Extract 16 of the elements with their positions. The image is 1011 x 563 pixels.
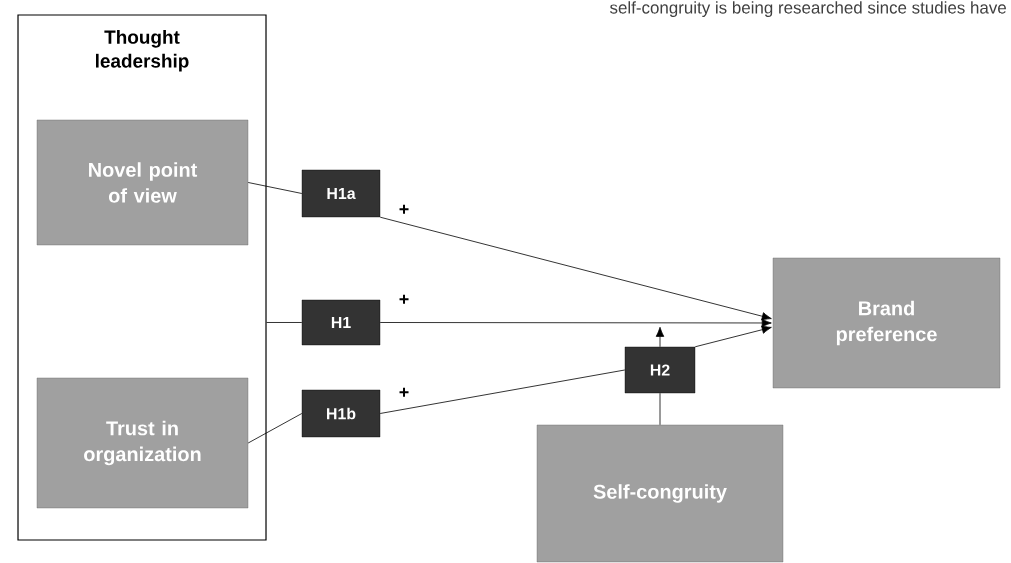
arrow	[379, 216, 772, 321]
plus-sign: +	[399, 204, 409, 214]
arrow	[379, 318, 772, 328]
construct-box: Trust in organization	[36, 377, 249, 509]
cut-off-text: self-congruity is being researched since studies have	[610, 1, 1006, 17]
construct-box: Self-congruity	[536, 424, 784, 563]
construct-box: Novel point of view	[36, 119, 249, 246]
plus-sign: +	[399, 387, 409, 397]
plus-sign: +	[399, 294, 409, 304]
arrow	[655, 326, 665, 348]
construct-box: Brand preference	[772, 257, 1001, 389]
hypothesis-box: H1	[301, 299, 381, 346]
hypothesis-box: H1b	[301, 389, 381, 438]
hypothesis-box: H1a	[301, 169, 381, 218]
hypothesis-box: H2	[624, 346, 696, 394]
arrow	[694, 325, 772, 348]
